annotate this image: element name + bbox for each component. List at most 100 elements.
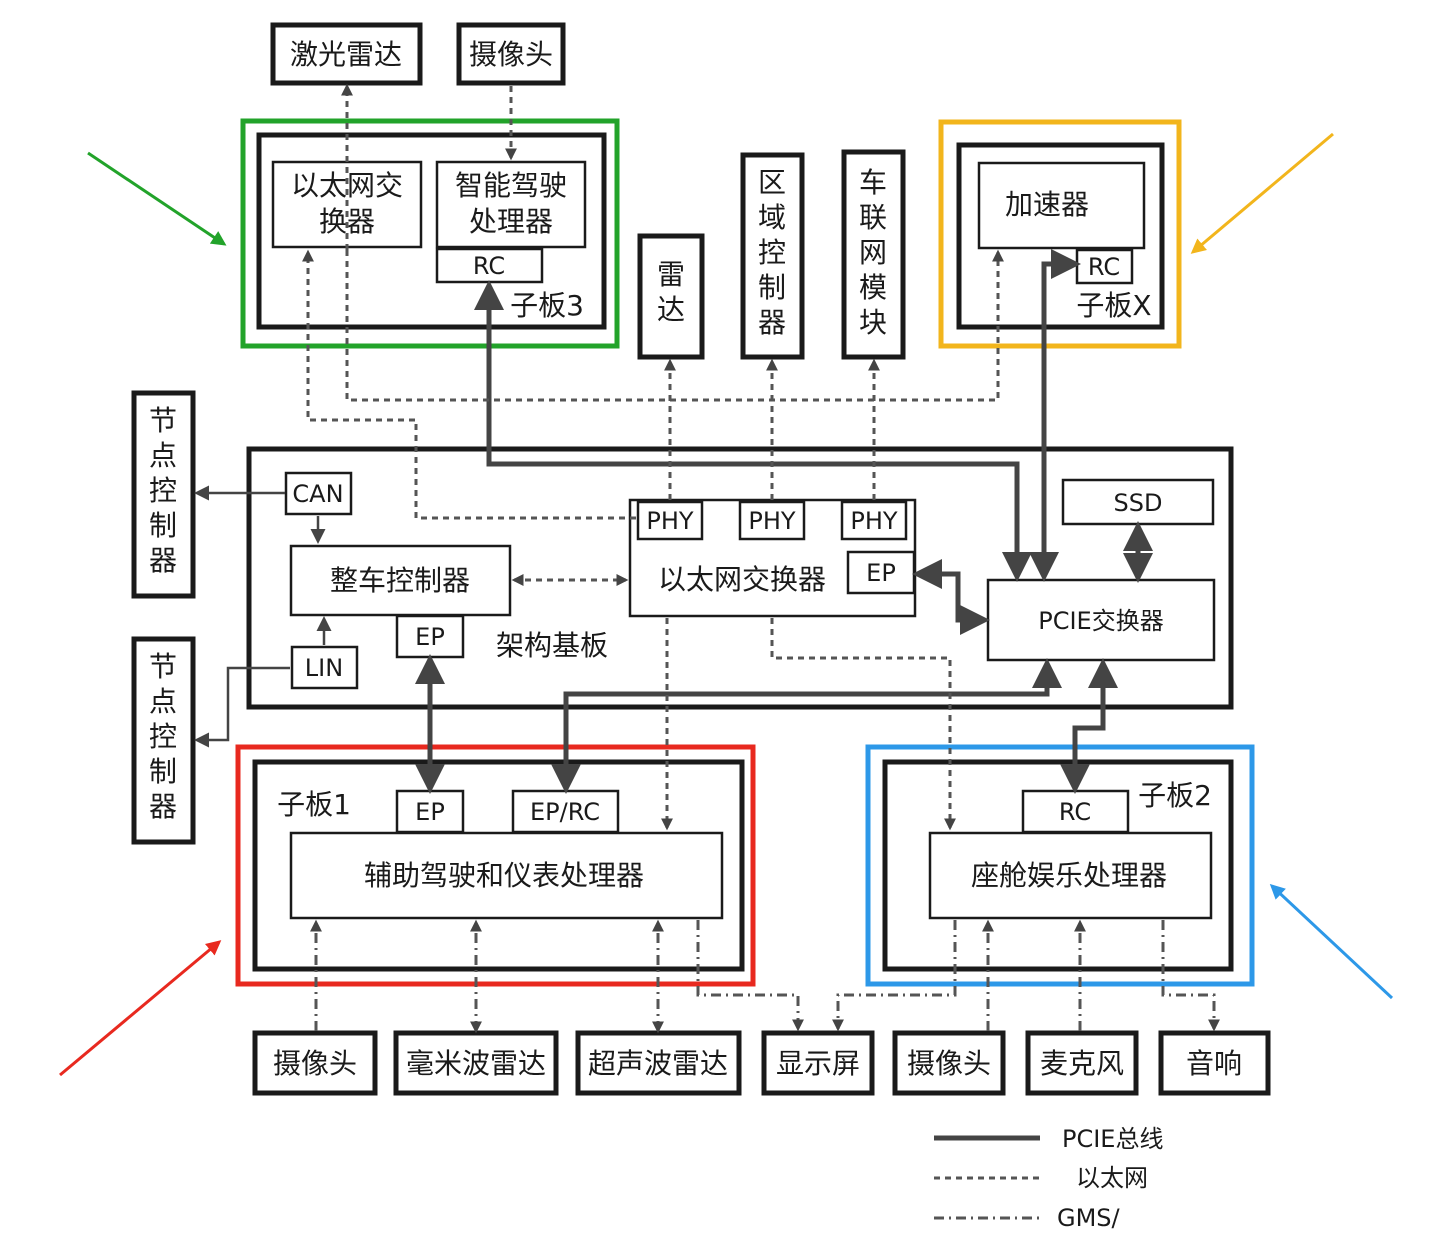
speaker-box: 音响	[1158, 1030, 1271, 1096]
base-board-name: 架构基板	[496, 629, 608, 662]
zone-controller-label-char: 制	[758, 271, 786, 304]
adas-processor-label: 辅助驾驶和仪表处理器	[364, 859, 644, 892]
phy-1-label: PHY	[646, 507, 694, 535]
legend-gms-label: GMS/	[1057, 1204, 1121, 1232]
accelerator-label: 加速器	[1005, 188, 1089, 221]
telematics-box: 车联网模块	[841, 149, 906, 360]
base-eth-switch-label: 以太网交换器	[658, 563, 826, 596]
board1: 子板1 EP EP/RC 辅助驾驶和仪表处理器	[252, 759, 745, 972]
can-label: CAN	[292, 480, 343, 508]
cockpit-processor-label: 座舱娱乐处理器	[971, 859, 1167, 892]
node-controller-lower: 节点控制器	[131, 636, 196, 845]
pcie-switch-label: PCIE交换器	[1038, 607, 1163, 635]
camera2-label: 摄像头	[907, 1047, 991, 1080]
camera1-label: 摄像头	[273, 1047, 357, 1080]
board1-eprc-label: EP/RC	[530, 798, 600, 826]
node-controller-lower-label-char: 点	[149, 685, 177, 718]
mmwave-radar-label: 毫米波雷达	[406, 1047, 546, 1080]
node-controller-upper-label-char: 节	[149, 404, 177, 437]
telematics-label: 车联网模块	[859, 166, 887, 339]
board1-pointer-arrow	[59, 940, 222, 1077]
board3-eth-switch-line1: 以太网交	[291, 169, 403, 202]
zone-controller-label-char: 域	[758, 201, 786, 234]
legend-ethernet-label: 以太网	[1076, 1164, 1148, 1192]
board2: 子板2 RC 座舱娱乐处理器	[882, 759, 1234, 972]
node-controller-upper-label-char: 器	[149, 544, 177, 577]
boardX: 加速器 RC 子板X	[956, 142, 1165, 330]
telematics-label-char: 网	[859, 236, 887, 269]
ad-processor-label: 智能驾驶处理器	[455, 169, 567, 238]
legend-watermark-blur	[1122, 1199, 1442, 1239]
telematics-label-char: 块	[859, 306, 887, 339]
eth-board3-to-accelerator	[345, 249, 1004, 402]
board1-name: 子板1	[277, 788, 351, 821]
display-box: 显示屏	[761, 1030, 875, 1096]
mmwave-radar-box: 毫米波雷达	[393, 1030, 559, 1096]
telematics-label-char: 车	[859, 166, 887, 199]
board1-frame	[235, 744, 756, 987]
lin-label: LIN	[305, 654, 343, 682]
board3-pointer-arrow	[87, 151, 227, 246]
eth-ep-label: EP	[866, 559, 896, 587]
speaker-label: 音响	[1186, 1047, 1242, 1080]
lidar-box: 激光雷达	[270, 22, 423, 86]
microphone-box: 麦克风	[1025, 1030, 1139, 1096]
gms-speaker	[1161, 920, 1220, 1032]
node-controller-upper-label-char: 控	[149, 474, 177, 507]
zone-controller-box: 区域控制器	[740, 152, 805, 360]
board2-name: 子板2	[1138, 779, 1212, 812]
node-controller-upper-label-char: 点	[149, 439, 177, 472]
ssd-label: SSD	[1114, 489, 1163, 517]
lin-to-node-controller	[194, 666, 290, 748]
eth-switch-to-board2	[770, 618, 956, 831]
board3-eth-switch-label: 以太网交换器	[291, 169, 403, 238]
radar-box: 雷达	[637, 233, 705, 360]
ultrasonic-radar-box: 超声波雷达	[575, 1030, 742, 1096]
legend: PCIE总线 以太网 GMS/	[934, 1125, 1442, 1239]
phy-3-label: PHY	[850, 507, 898, 535]
eth-phy1-to-board3-switch	[302, 249, 636, 520]
board3-frame	[240, 118, 620, 349]
radar-label-char: 雷	[657, 258, 685, 291]
node-controller-lower-label-char: 制	[149, 755, 177, 788]
board3-rc-label: RC	[473, 252, 505, 280]
board3-eth-switch-line2: 换器	[319, 205, 375, 238]
gms-board1-display	[696, 920, 804, 1032]
boardX-pointer-arrow	[1190, 132, 1334, 254]
phy-2-label: PHY	[748, 507, 796, 535]
pcie-bus-board3	[474, 280, 1032, 582]
vcu-label: 整车控制器	[330, 564, 470, 597]
node-controller-lower-label-char: 节	[149, 650, 177, 683]
boardX-rc-label: RC	[1088, 253, 1120, 281]
pcie-bus-eth-ep	[912, 559, 990, 635]
node-controller-upper-label-char: 制	[149, 509, 177, 542]
board2-rc-label: RC	[1059, 798, 1091, 826]
ad-processor-line1: 智能驾驶	[455, 169, 567, 202]
pcie-bus-board2	[1060, 658, 1118, 794]
camera2-box: 摄像头	[892, 1030, 1006, 1096]
zone-controller-label: 区域控制器	[758, 166, 786, 339]
telematics-label-char: 模	[859, 271, 887, 304]
top-camera-label: 摄像头	[469, 38, 553, 71]
vcu-ep-label: EP	[415, 623, 445, 651]
pcie-bus-boardX	[1029, 249, 1081, 582]
node-controller-upper: 节点控制器	[131, 390, 196, 599]
pcie-bus-board1-eprc	[551, 658, 1062, 794]
node-controller-lower-label-char: 控	[149, 720, 177, 753]
microphone-label: 麦克风	[1040, 1047, 1124, 1080]
zone-controller-label-char: 控	[758, 236, 786, 269]
legend-pcie-label: PCIE总线	[1062, 1125, 1163, 1153]
display-label: 显示屏	[776, 1047, 860, 1080]
gms-board2-display	[832, 920, 957, 1032]
board2-pointer-arrow	[1269, 883, 1394, 1000]
telematics-label-char: 联	[859, 201, 887, 234]
top-camera-box: 摄像头	[456, 22, 566, 86]
board3: 以太网交换器 智能驾驶处理器 RC 子板3	[256, 132, 607, 330]
zone-controller-label-char: 区	[758, 166, 786, 199]
node-controller-lower-label: 节点控制器	[149, 650, 177, 823]
board1-ep-label: EP	[415, 798, 445, 826]
camera1-box: 摄像头	[252, 1030, 378, 1096]
node-controller-lower-label-char: 器	[149, 790, 177, 823]
radar-label-char: 达	[657, 293, 685, 326]
